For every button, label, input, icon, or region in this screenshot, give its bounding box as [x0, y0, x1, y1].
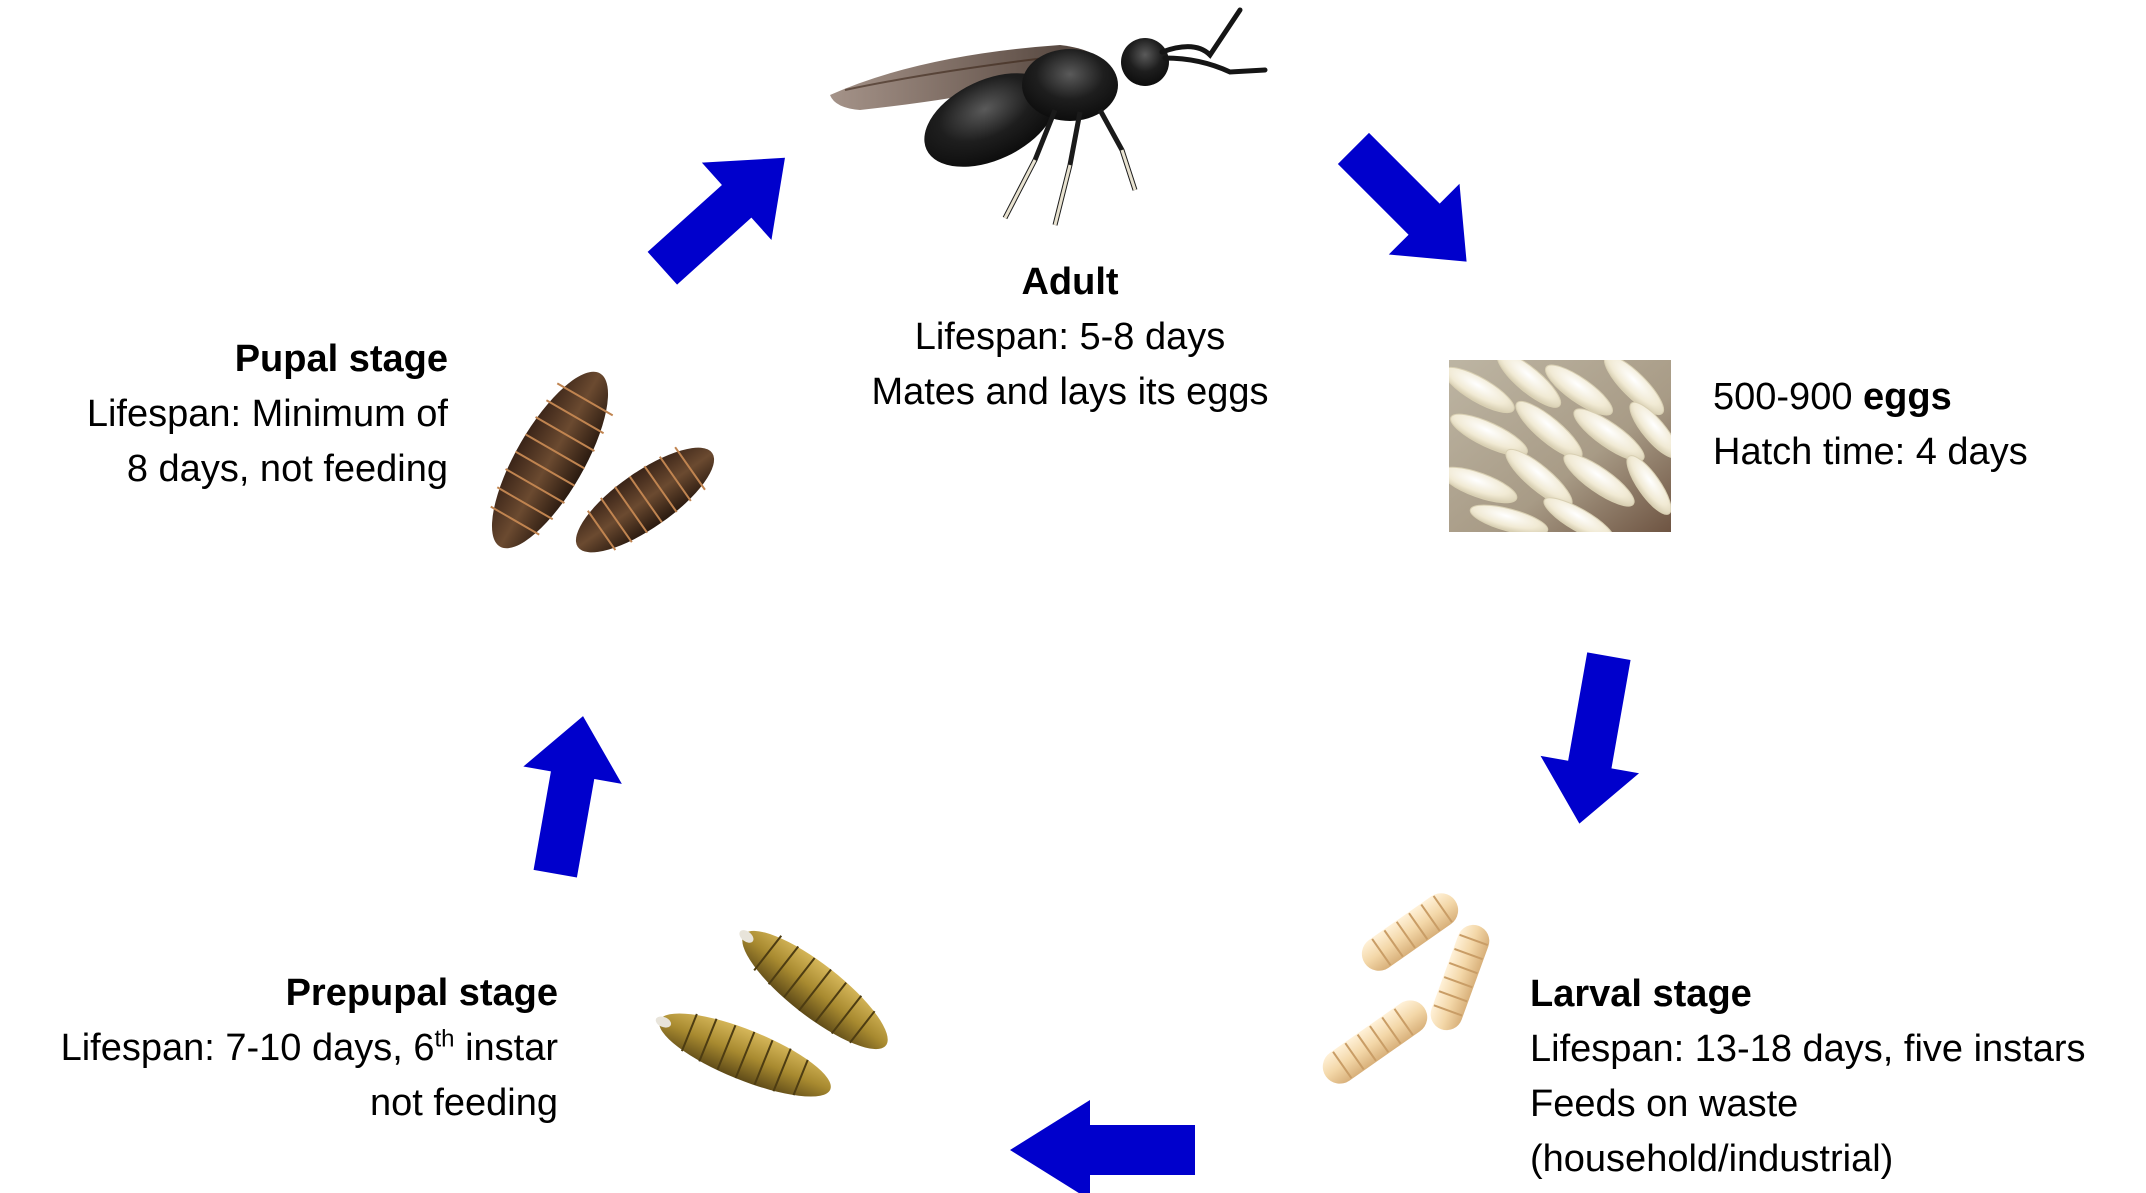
arrow-larval-to-prepupal [1005, 1100, 1205, 1193]
eggs-count: 500-900 [1713, 376, 1863, 418]
eggs-count-line: 500-900 eggs [1713, 370, 2028, 425]
pupal-lifespan: Lifespan: Minimum of [0, 387, 448, 442]
prepupal-instar-suffix: th [435, 1025, 455, 1052]
larval-feeding: Feeds on waste [1530, 1077, 2086, 1132]
larvae-icon [1300, 890, 1500, 1100]
prepupal-feeding: not feeding [0, 1076, 558, 1131]
prepupal-title: Prepupal stage [0, 966, 558, 1021]
adult-label: Adult Lifespan: 5-8 days Mates and lays … [830, 255, 1310, 420]
prepupal-instar-text: instar [455, 1027, 558, 1069]
eggs-label: 500-900 eggs Hatch time: 4 days [1713, 370, 2028, 480]
larval-lifespan: Lifespan: 13-18 days, five instars [1530, 1022, 2086, 1077]
pupal-label: Pupal stage Lifespan: Minimum of 8 days,… [0, 332, 448, 497]
prepupal-lifespan: Lifespan: 7-10 days, 6th instar [0, 1021, 558, 1076]
larval-feeding-source: (household/industrial) [1530, 1132, 2086, 1187]
arrow-adult-to-eggs [1320, 115, 1500, 295]
eggs-count-bold: eggs [1863, 376, 1952, 418]
larval-label: Larval stage Lifespan: 13-18 days, five … [1530, 967, 2086, 1187]
prepupae-icon [640, 920, 900, 1110]
arrow-prepupal-to-pupal [505, 695, 635, 885]
adult-title: Adult [830, 255, 1310, 310]
larval-title: Larval stage [1530, 967, 2086, 1022]
adult-fly-icon [800, 0, 1300, 240]
arrow-pupal-to-adult [640, 130, 815, 290]
prepupal-lifespan-text: Lifespan: 7-10 days, 6 [61, 1027, 435, 1069]
adult-behavior: Mates and lays its eggs [830, 365, 1310, 420]
eggs-photo-icon [1449, 360, 1671, 532]
arrow-eggs-to-larval [1505, 640, 1685, 830]
pupal-feeding: 8 days, not feeding [0, 442, 448, 497]
pupal-title: Pupal stage [0, 332, 448, 387]
adult-lifespan: Lifespan: 5-8 days [830, 310, 1310, 365]
pupae-icon [480, 345, 740, 575]
eggs-hatch-time: Hatch time: 4 days [1713, 425, 2028, 480]
prepupal-label: Prepupal stage Lifespan: 7-10 days, 6th … [0, 966, 558, 1131]
